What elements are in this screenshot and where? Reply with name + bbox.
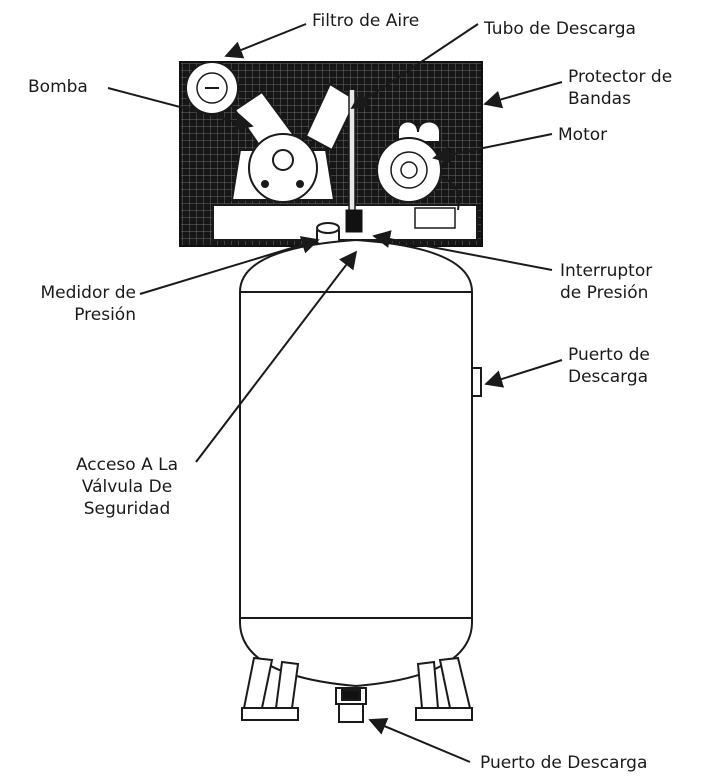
label-bottom-discharge-port: Puerto de Descarga	[480, 753, 648, 773]
label-discharge-tube: Tubo de Descarga	[484, 19, 636, 39]
arrow-icon	[483, 81, 563, 109]
arrow-icon	[107, 87, 254, 131]
label-belt-guard: Protector de Bandas	[568, 66, 672, 110]
label-motor: Motor	[558, 125, 608, 145]
label-safety-valve-line3: Seguridad	[83, 499, 171, 519]
arrow-icon	[195, 250, 358, 463]
label-belt-guard-line1: Protector de	[568, 67, 673, 87]
pressure-gauge	[316, 222, 340, 245]
air-filter	[185, 61, 239, 115]
arrow-icon	[432, 133, 553, 164]
label-pressure-gauge-line1: Medidor de	[40, 283, 136, 303]
label-safety-valve-line1: Acceso A La	[75, 455, 179, 475]
label-pressure-switch: Interruptor de Presión	[560, 260, 652, 304]
label-side-discharge-line2: Descarga	[568, 367, 649, 387]
label-pressure-gauge-line2: Presión	[74, 305, 136, 325]
arrow-icon	[484, 359, 563, 388]
label-safety-valve-access: Acceso A La Válvula De Seguridad	[52, 454, 202, 520]
label-side-discharge-port: Puerto de Descarga	[568, 344, 650, 388]
motor	[376, 120, 460, 211]
label-pressure-gauge: Medidor de Presión	[6, 282, 136, 326]
tank-legs	[241, 656, 473, 721]
arrow-icon	[224, 23, 307, 59]
label-pump: Bomba	[28, 77, 88, 97]
arrow-icon	[350, 23, 479, 109]
pressure-switch-box	[414, 207, 456, 229]
leader-lines	[107, 23, 563, 763]
label-safety-valve-line2: Válvula De	[81, 477, 173, 497]
bottom-discharge-port	[335, 687, 367, 723]
arrow-icon	[139, 236, 320, 295]
label-side-discharge-line1: Puerto de	[568, 345, 650, 365]
safety-valve	[345, 209, 363, 233]
side-discharge-port	[471, 367, 482, 397]
label-pressure-switch-line2: de Presión	[560, 283, 649, 303]
label-pressure-switch-line1: Interruptor	[560, 261, 653, 281]
label-air-filter: Filtro de Aire	[312, 11, 420, 31]
tank	[239, 238, 473, 688]
arrow-icon	[372, 230, 553, 271]
arrow-icon	[368, 717, 471, 763]
label-belt-guard-line2: Bandas	[568, 89, 631, 109]
pump	[230, 82, 358, 203]
